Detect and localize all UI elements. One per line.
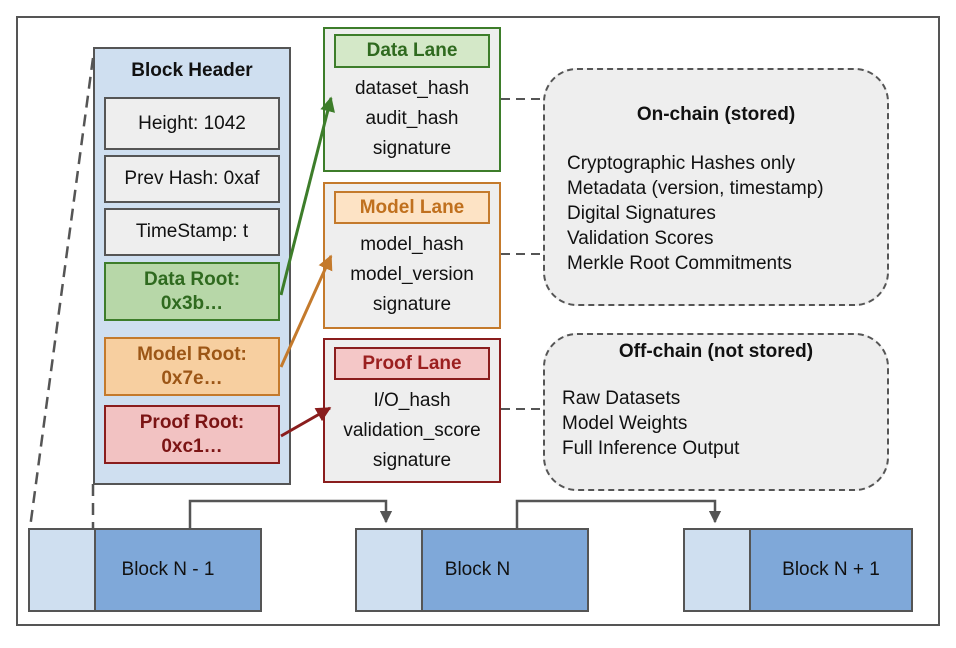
proof-root-field: Proof Root: 0xc1… (104, 405, 280, 464)
data-lane-line: signature (372, 138, 452, 159)
on-chain-item: Metadata (version, timestamp) (567, 178, 824, 199)
block-n-minus-1: Block N - 1 (96, 528, 262, 612)
model-lane-title: Model Lane (334, 191, 490, 224)
data-root-label: Data Root: (143, 268, 241, 290)
block-n-minus-1-header (28, 528, 96, 612)
prev-hash-field: Prev Hash: 0xaf (104, 155, 280, 203)
block-header-title: Block Header (131, 60, 253, 81)
data-root-value: 0x3b… (160, 292, 224, 314)
data-root-arrow (279, 96, 335, 296)
on-chain-title: On-chain (stored) (636, 104, 796, 125)
proof-lane-line: validation_score (343, 420, 481, 441)
height-field: Height: 1042 (104, 97, 280, 150)
off-chain-item: Raw Datasets (562, 388, 681, 409)
block-n: Block N (423, 528, 589, 612)
proof-lane-line: I/O_hash (373, 390, 451, 411)
on-chain-list: Cryptographic Hashes only Metadata (vers… (567, 151, 877, 276)
data-lane-title: Data Lane (334, 34, 490, 68)
timestamp-text: TimeStamp: t (135, 221, 249, 242)
model-root-label: Model Root: (137, 343, 247, 365)
data-lane-line: dataset_hash (354, 78, 470, 99)
proof-lane-line: signature (372, 450, 452, 471)
model-root-arrow (279, 254, 333, 368)
on-chain-item: Cryptographic Hashes only (567, 153, 796, 174)
model-lane-line: model_hash (360, 234, 464, 255)
model-lane-lines: model_hash model_version signature (323, 230, 501, 320)
block-n-plus-1: Block N + 1 (751, 528, 913, 612)
off-chain-box (543, 333, 889, 491)
block-n-label: Block N (444, 559, 511, 580)
off-chain-item: Model Weights (562, 413, 688, 434)
data-root-field: Data Root: 0x3b… (104, 262, 280, 321)
model-lane-line: model_version (350, 264, 474, 285)
block-n-plus-1-header (683, 528, 751, 612)
prev-hash-text: Prev Hash: 0xaf (124, 168, 260, 189)
on-chain-item: Merkle Root Commitments (567, 253, 792, 274)
chain-arrow-2 (515, 499, 722, 528)
proof-root-value: 0xc1… (161, 435, 223, 457)
zoom-line-left (28, 57, 95, 529)
block-n-minus-1-label: Block N - 1 (121, 559, 215, 580)
block-n-header (355, 528, 423, 612)
data-lane-line: audit_hash (365, 108, 459, 129)
model-root-field: Model Root: 0x7e… (104, 337, 280, 396)
block-n-plus-1-label: Block N + 1 (782, 559, 880, 580)
on-chain-item: Validation Scores (567, 228, 714, 249)
on-chain-box (543, 68, 889, 306)
off-chain-list: Raw Datasets Model Weights Full Inferenc… (562, 386, 872, 461)
proof-root-arrow (280, 406, 332, 438)
off-chain-item: Full Inference Output (562, 438, 740, 459)
chain-arrow-1 (188, 499, 393, 528)
diagram-frame (16, 16, 940, 626)
proof-lane-lines: I/O_hash validation_score signature (323, 386, 501, 476)
on-chain-item: Digital Signatures (567, 203, 716, 224)
height-text: Height: 1042 (138, 112, 246, 134)
model-root-value: 0x7e… (161, 367, 223, 389)
off-chain-title: Off-chain (not stored) (618, 341, 814, 362)
proof-root-label: Proof Root: (139, 411, 245, 433)
proof-lane-title: Proof Lane (334, 347, 490, 380)
timestamp-field: TimeStamp: t (104, 208, 280, 256)
data-lane-lines: dataset_hash audit_hash signature (323, 74, 501, 164)
model-lane-line: signature (372, 294, 452, 315)
